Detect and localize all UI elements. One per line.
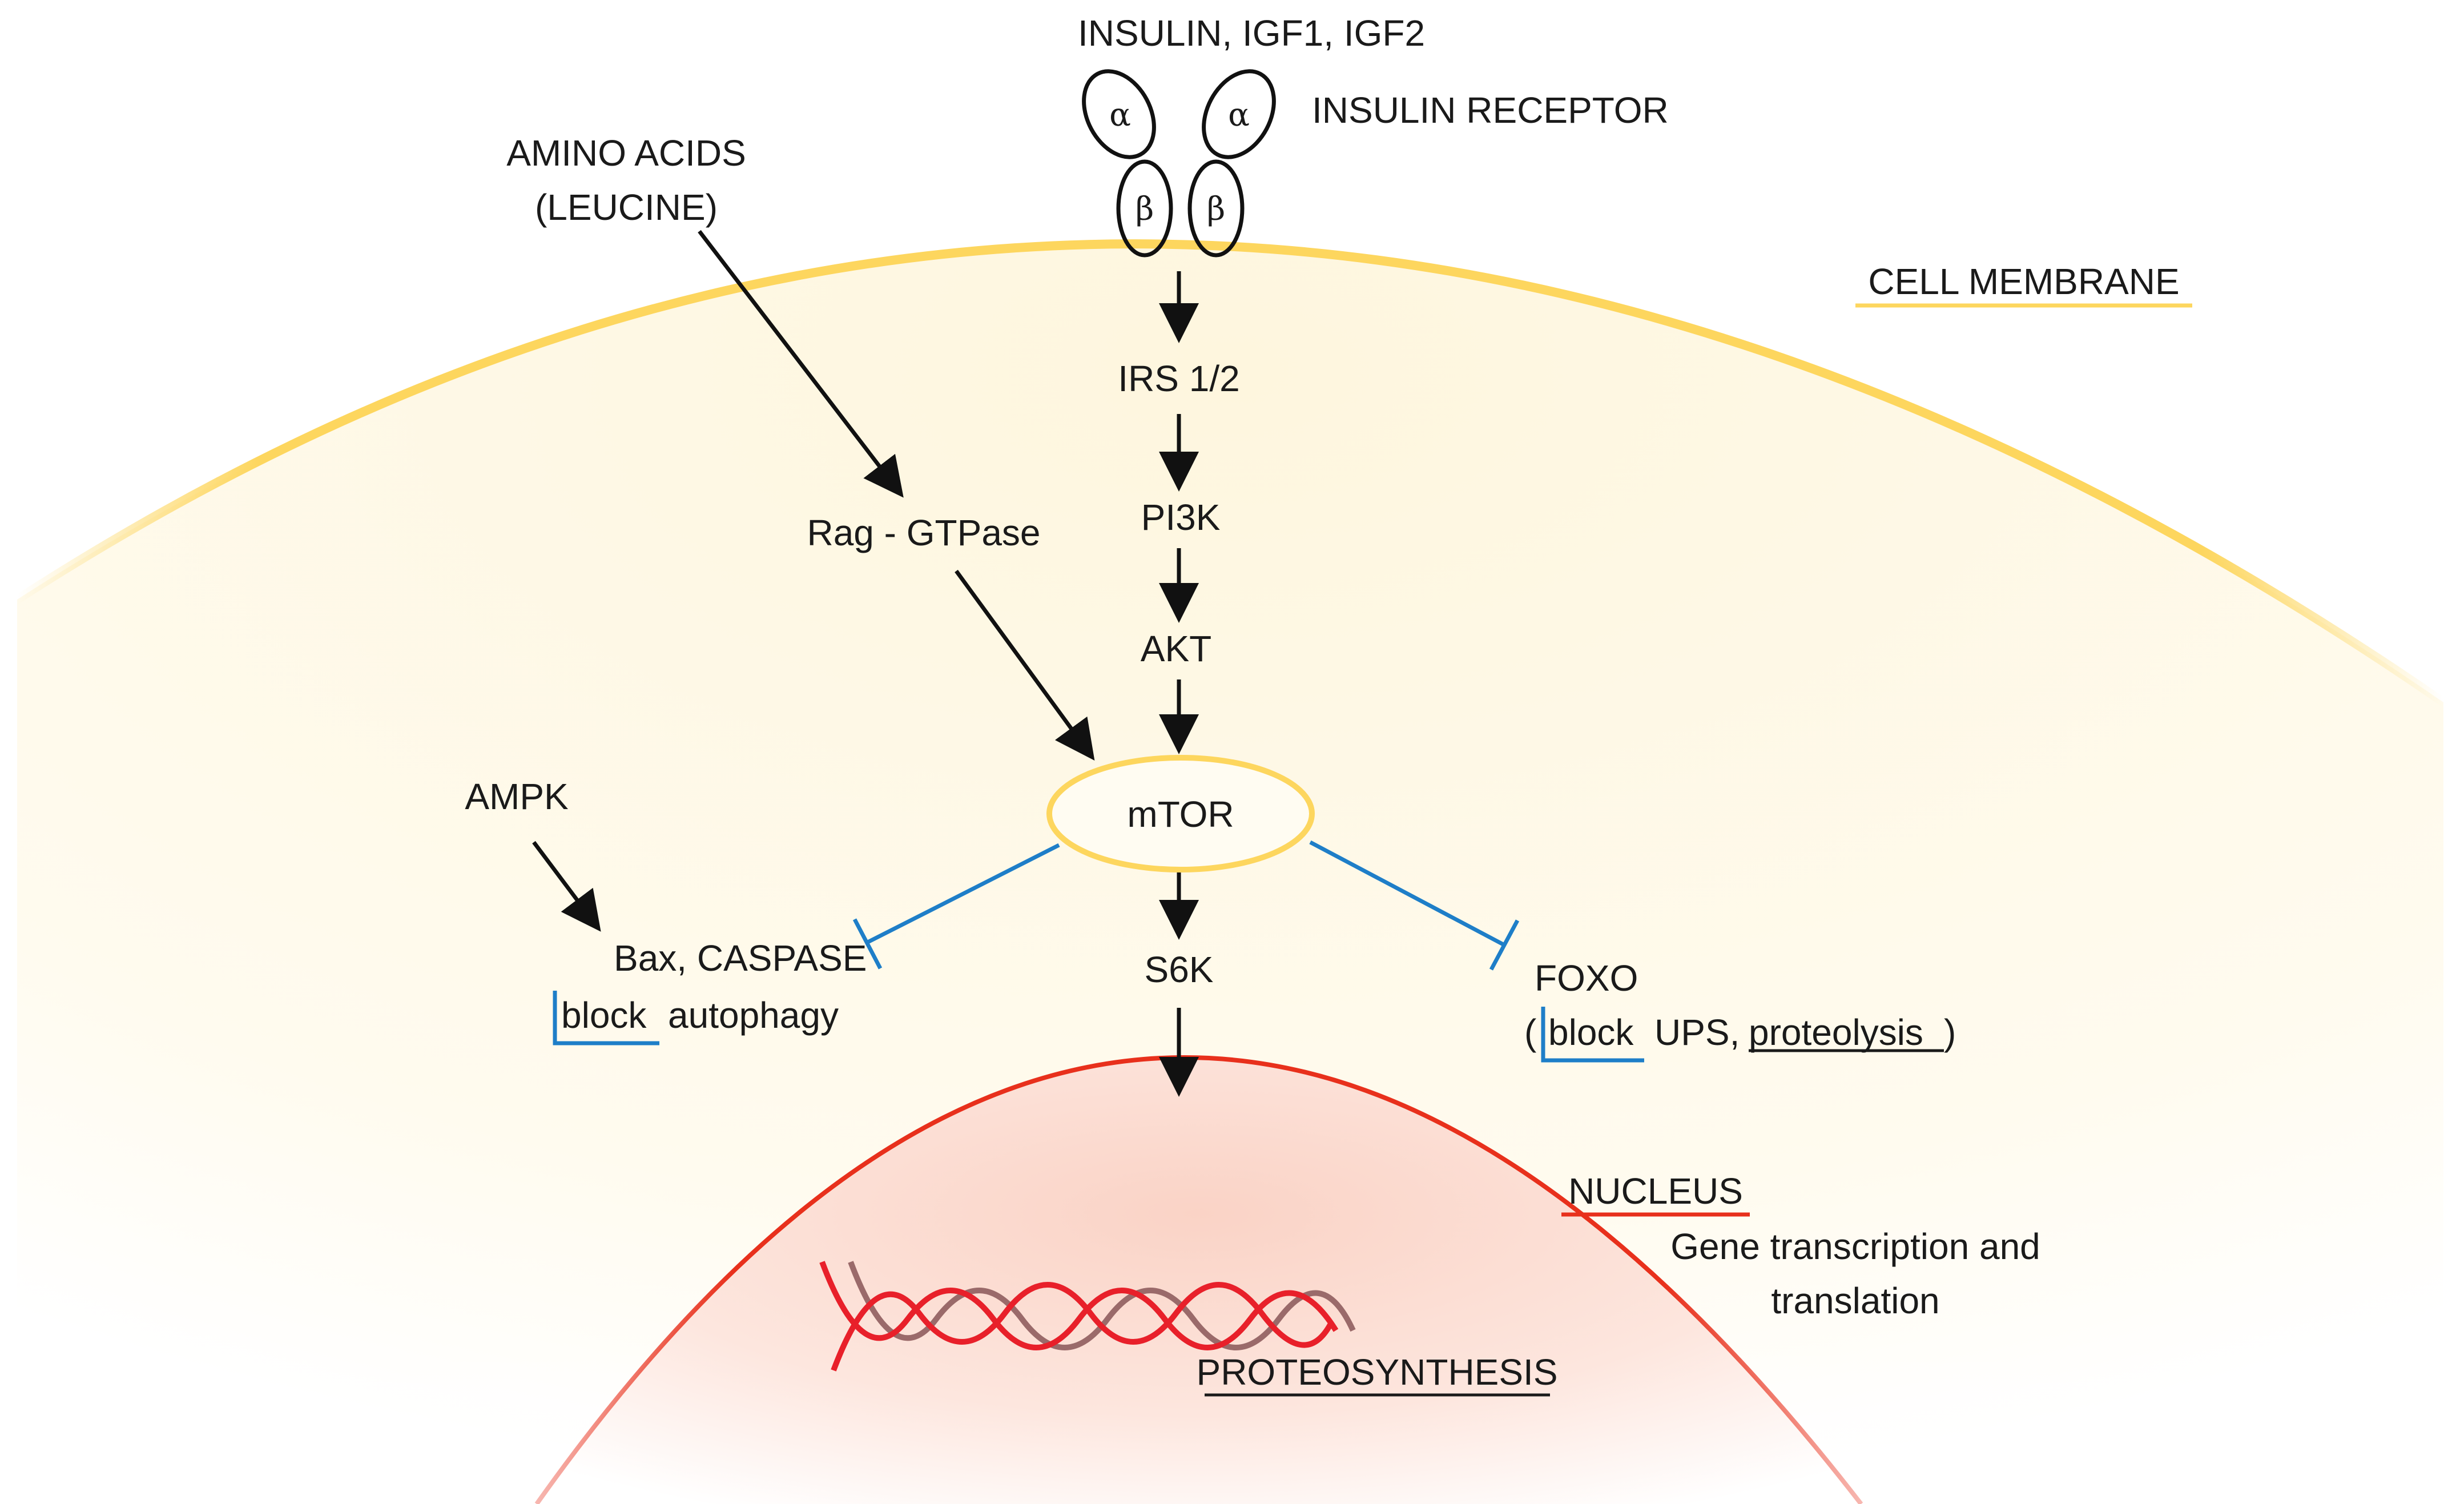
dna-strand-red <box>819 1261 1339 1350</box>
block-label-left: block <box>561 995 647 1036</box>
block-label-right: block <box>1548 1012 1634 1053</box>
cell-membrane <box>13 239 2448 707</box>
inhibition-lines <box>553 840 1644 1063</box>
s6k-label: S6K <box>1145 949 1214 990</box>
labels: INSULIN, IGF1, IGF2 INSULIN RECEPTOR CEL… <box>465 13 2179 1393</box>
ups-label: UPS, <box>1654 1012 1740 1053</box>
arrow-aminoacids-to-rag <box>698 230 904 498</box>
gene-transcription-label: Gene transcription and <box>1670 1226 2040 1267</box>
alpha-subunit-left <box>1082 69 1156 159</box>
ligands-label: INSULIN, IGF1, IGF2 <box>1078 13 1425 54</box>
block-autophagy-bracket <box>553 991 659 1045</box>
cell-membrane-label: CELL MEMBRANE <box>1868 261 2179 302</box>
amino-acids-label: AMINO ACIDS <box>506 132 746 174</box>
bax-caspase-label: Bax, CASPASE <box>614 938 867 979</box>
alpha-label-right: α <box>1228 96 1250 134</box>
translation-label: translation <box>1771 1280 1939 1321</box>
irs-label: IRS 1/2 <box>1118 358 1239 399</box>
dna-helix <box>819 1261 1356 1372</box>
inhibit-foxo-line <box>1309 840 1505 947</box>
inhibit-bax-line <box>867 843 1060 944</box>
foxo-open-paren: ( <box>1524 1012 1536 1053</box>
ampk-label: AMPK <box>465 776 568 817</box>
proteolysis-label: proteolysis <box>1749 1012 1923 1053</box>
dna-strand-gray <box>848 1261 1356 1350</box>
rag-gtpase-label: Rag - GTPase <box>807 512 1040 553</box>
beta-subunit-left <box>1116 159 1173 258</box>
foxo-close-paren: ) <box>1944 1012 1956 1053</box>
insulin-receptor-label: INSULIN RECEPTOR <box>1312 90 1669 131</box>
beta-label-left: β <box>1136 191 1154 228</box>
dna-strand-red-2 <box>831 1282 1333 1372</box>
activation-arrows <box>532 230 1199 1097</box>
arrow-rag-to-mtor <box>955 569 1095 761</box>
alpha-label-left: α <box>1109 96 1131 134</box>
akt-label: AKT <box>1141 628 1211 669</box>
insulin-receptor: α α β β <box>1082 69 1276 258</box>
mtor-label: mTOR <box>1127 794 1234 835</box>
mtor-node <box>1046 755 1315 872</box>
nucleus-body <box>537 1057 1861 1504</box>
inhibit-bax-bar <box>852 918 883 970</box>
inhibit-foxo-bar <box>1489 919 1520 971</box>
beta-subunit-right <box>1187 159 1245 258</box>
autophagy-label: autophagy <box>668 995 839 1036</box>
nucleus-label: NUCLEUS <box>1568 1171 1743 1212</box>
foxo-label: FOXO <box>1535 958 1638 999</box>
block-ups-bracket <box>1541 1007 1644 1063</box>
beta-label-right: β <box>1207 191 1225 228</box>
proteosynthesis-label: PROTEOSYNTHESIS <box>1197 1352 1558 1393</box>
arrow-ampk-to-bax <box>532 841 601 932</box>
alpha-subunit-right <box>1202 69 1276 159</box>
leucine-label: (LEUCINE) <box>535 187 718 228</box>
pi3k-label: PI3K <box>1141 497 1221 538</box>
